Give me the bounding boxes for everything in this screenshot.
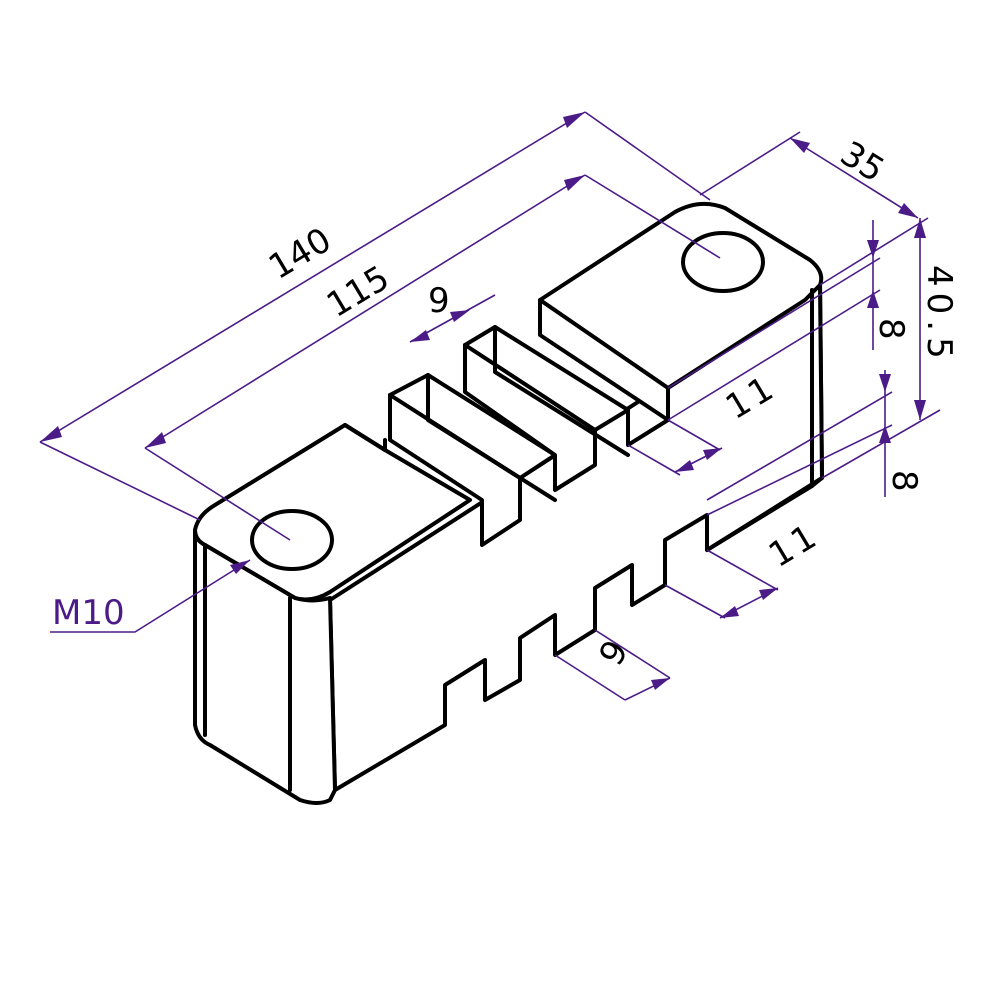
dim-9-bottom-label: 9 xyxy=(591,633,636,672)
dim-8-top-label: 8 xyxy=(871,318,911,340)
dim-9-top-label: 9 xyxy=(428,281,450,321)
dim-11-bottom-label: 11 xyxy=(762,515,827,576)
part-body xyxy=(193,201,824,805)
dim-140-label: 140 xyxy=(262,220,338,288)
dimension-lines xyxy=(39,111,941,701)
dim-40-5-label: 40.5 xyxy=(919,265,959,365)
dim-8-bottom-label: 8 xyxy=(884,470,924,492)
groove-line-2 xyxy=(493,325,630,457)
groove-line-1 xyxy=(426,373,557,502)
m10-callout-label: M10 xyxy=(52,593,125,633)
left-hole xyxy=(250,509,334,571)
dim-35-label: 35 xyxy=(833,134,891,191)
left-block-edge xyxy=(343,423,387,452)
left-block-side-face xyxy=(193,528,337,805)
rib-2-front xyxy=(463,343,597,492)
